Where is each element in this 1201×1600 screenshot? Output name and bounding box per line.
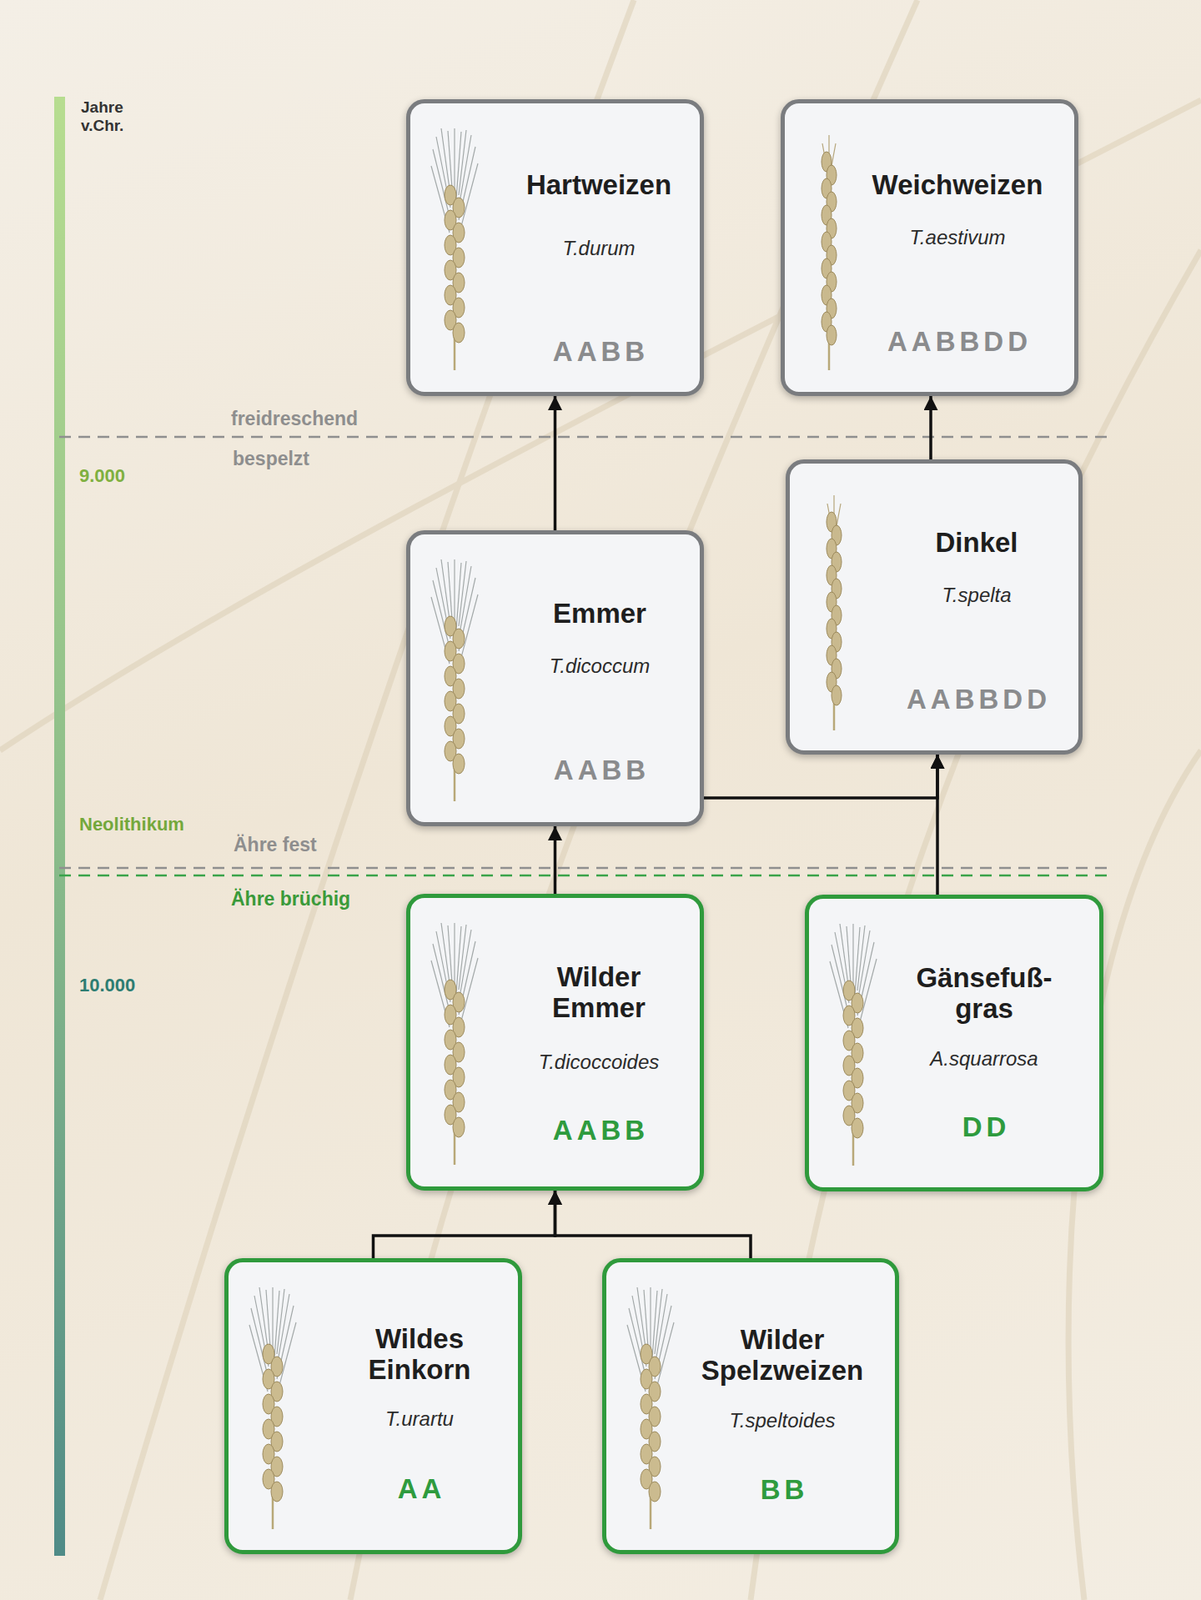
species-box: EmmerT.dicoccumAABB: [406, 530, 704, 827]
species-box: Gänsefuß- grasA.squarrosaDD: [804, 894, 1104, 1192]
species-name: Hartweizen: [494, 170, 704, 202]
annotation-label: Ähre fest: [233, 834, 317, 856]
text-holder: T.speltoides: [678, 1409, 887, 1434]
genome-formula: DD: [879, 1110, 1089, 1145]
species-name: Gänsefuß- gras: [899, 963, 1071, 1026]
text-holder: T.urartu: [315, 1407, 524, 1433]
annotation-label: bespelzt: [232, 447, 310, 470]
species-name: Wilder Emmer: [513, 962, 685, 1025]
species-box: Wilder SpelzweizenT.speltoidesBB: [602, 1258, 900, 1555]
evolution-arrow: [553, 826, 558, 895]
text-holder: T.aestivum: [853, 226, 1062, 251]
text-holder: AABB: [494, 335, 704, 369]
text-holder: Ähre brüchig: [231, 888, 351, 910]
species-name: Dinkel: [872, 527, 1081, 559]
text-holder: AA: [315, 1472, 524, 1507]
evolution-arrow: [373, 1190, 556, 1259]
text-holder: AABBDD: [853, 325, 1062, 359]
genome-formula: AABB: [495, 753, 704, 788]
evolution-arrow: [929, 396, 933, 460]
text-holder: Hartweizen: [494, 170, 704, 202]
latin-name: A.squarrosa: [879, 1047, 1089, 1072]
text-holder: Wilder Emmer: [513, 962, 685, 1025]
genome-formula: AA: [315, 1472, 524, 1507]
species-box: WeichweizenT.aestivumAABBDD: [780, 99, 1079, 397]
text-holder: Emmer: [495, 598, 704, 630]
evolution-arrow: [555, 1190, 752, 1259]
text-holder: Gänsefuß- gras: [899, 963, 1071, 1026]
latin-name: T.dicoccoides: [494, 1050, 704, 1076]
species-name: Weichweizen: [853, 170, 1062, 202]
species-name: Emmer: [495, 598, 704, 630]
annotation-label: Jahre v.Chr.: [80, 98, 140, 136]
latin-name: T.spelta: [872, 583, 1081, 609]
wheat-ear: [431, 128, 478, 371]
wheat-ear: [821, 135, 837, 371]
latin-name: T.durum: [494, 236, 704, 262]
annotation-label: Neolithikum: [79, 814, 185, 835]
latin-name: T.urartu: [315, 1407, 524, 1433]
species-box: Wilder EmmerT.dicoccoidesAABB: [406, 894, 704, 1191]
genome-formula: AABBDD: [872, 683, 1081, 717]
text-holder: Weichweizen: [853, 170, 1062, 202]
text-holder: 9.000: [79, 465, 126, 487]
divider-dashed: [59, 874, 1108, 878]
genome-formula: AABB: [494, 335, 704, 369]
genome-formula: AABB: [494, 1114, 704, 1148]
wheat-ear: [627, 1287, 674, 1530]
wheat-ear: [431, 923, 478, 1166]
genome-formula: BB: [678, 1473, 887, 1508]
species-box: HartweizenT.durumAABB: [406, 99, 704, 397]
text-holder: BB: [678, 1473, 887, 1508]
text-holder: AABB: [495, 753, 704, 788]
wheat-ear: [431, 559, 478, 802]
text-holder: 10.000: [79, 974, 136, 996]
latin-name: T.dicoccum: [495, 654, 704, 679]
species-box: Wildes EinkornT.urartuAA: [224, 1258, 523, 1555]
latin-name: T.aestivum: [853, 226, 1062, 251]
text-holder: DD: [879, 1110, 1089, 1145]
text-holder: Wilder Spelzweizen: [694, 1325, 870, 1387]
wheat-ear: [829, 924, 877, 1166]
text-holder: T.dicoccum: [495, 654, 704, 679]
divider-dashed: [59, 436, 1108, 439]
text-holder: Dinkel: [872, 527, 1081, 559]
species-name: Wilder Spelzweizen: [694, 1325, 870, 1387]
evolution-arrow: [703, 754, 938, 799]
divider-dashed: [59, 867, 1108, 870]
text-holder: Wildes Einkorn: [334, 1324, 506, 1387]
wheat-ear: [249, 1287, 297, 1530]
latin-name: T.speltoides: [678, 1409, 887, 1434]
timeline-bar: [54, 96, 66, 1557]
species-name: Wildes Einkorn: [334, 1324, 506, 1387]
text-holder: Neolithikum: [79, 814, 185, 835]
species-box: DinkelT.speltaAABBDD: [785, 459, 1083, 755]
evolution-arrow: [553, 396, 558, 531]
text-holder: bespelzt: [232, 447, 310, 470]
text-holder: Ähre fest: [233, 834, 317, 856]
annotation-label: freidreschend: [231, 407, 358, 430]
text-holder: AABBDD: [872, 683, 1081, 717]
wheat-ear: [826, 495, 842, 731]
text-holder: T.dicoccoides: [494, 1050, 704, 1076]
genome-formula: AABBDD: [853, 325, 1062, 359]
text-holder: T.spelta: [872, 583, 1081, 609]
text-holder: Jahre v.Chr.: [80, 98, 140, 136]
annotation-label: Ähre brüchig: [231, 888, 351, 910]
annotation-label: 10.000: [79, 974, 136, 996]
evolution-arrow: [935, 754, 940, 895]
text-holder: AABB: [494, 1114, 704, 1148]
annotation-label: 9.000: [79, 465, 126, 487]
text-holder: A.squarrosa: [879, 1047, 1089, 1072]
text-holder: T.durum: [494, 236, 704, 262]
text-holder: freidreschend: [231, 407, 358, 430]
